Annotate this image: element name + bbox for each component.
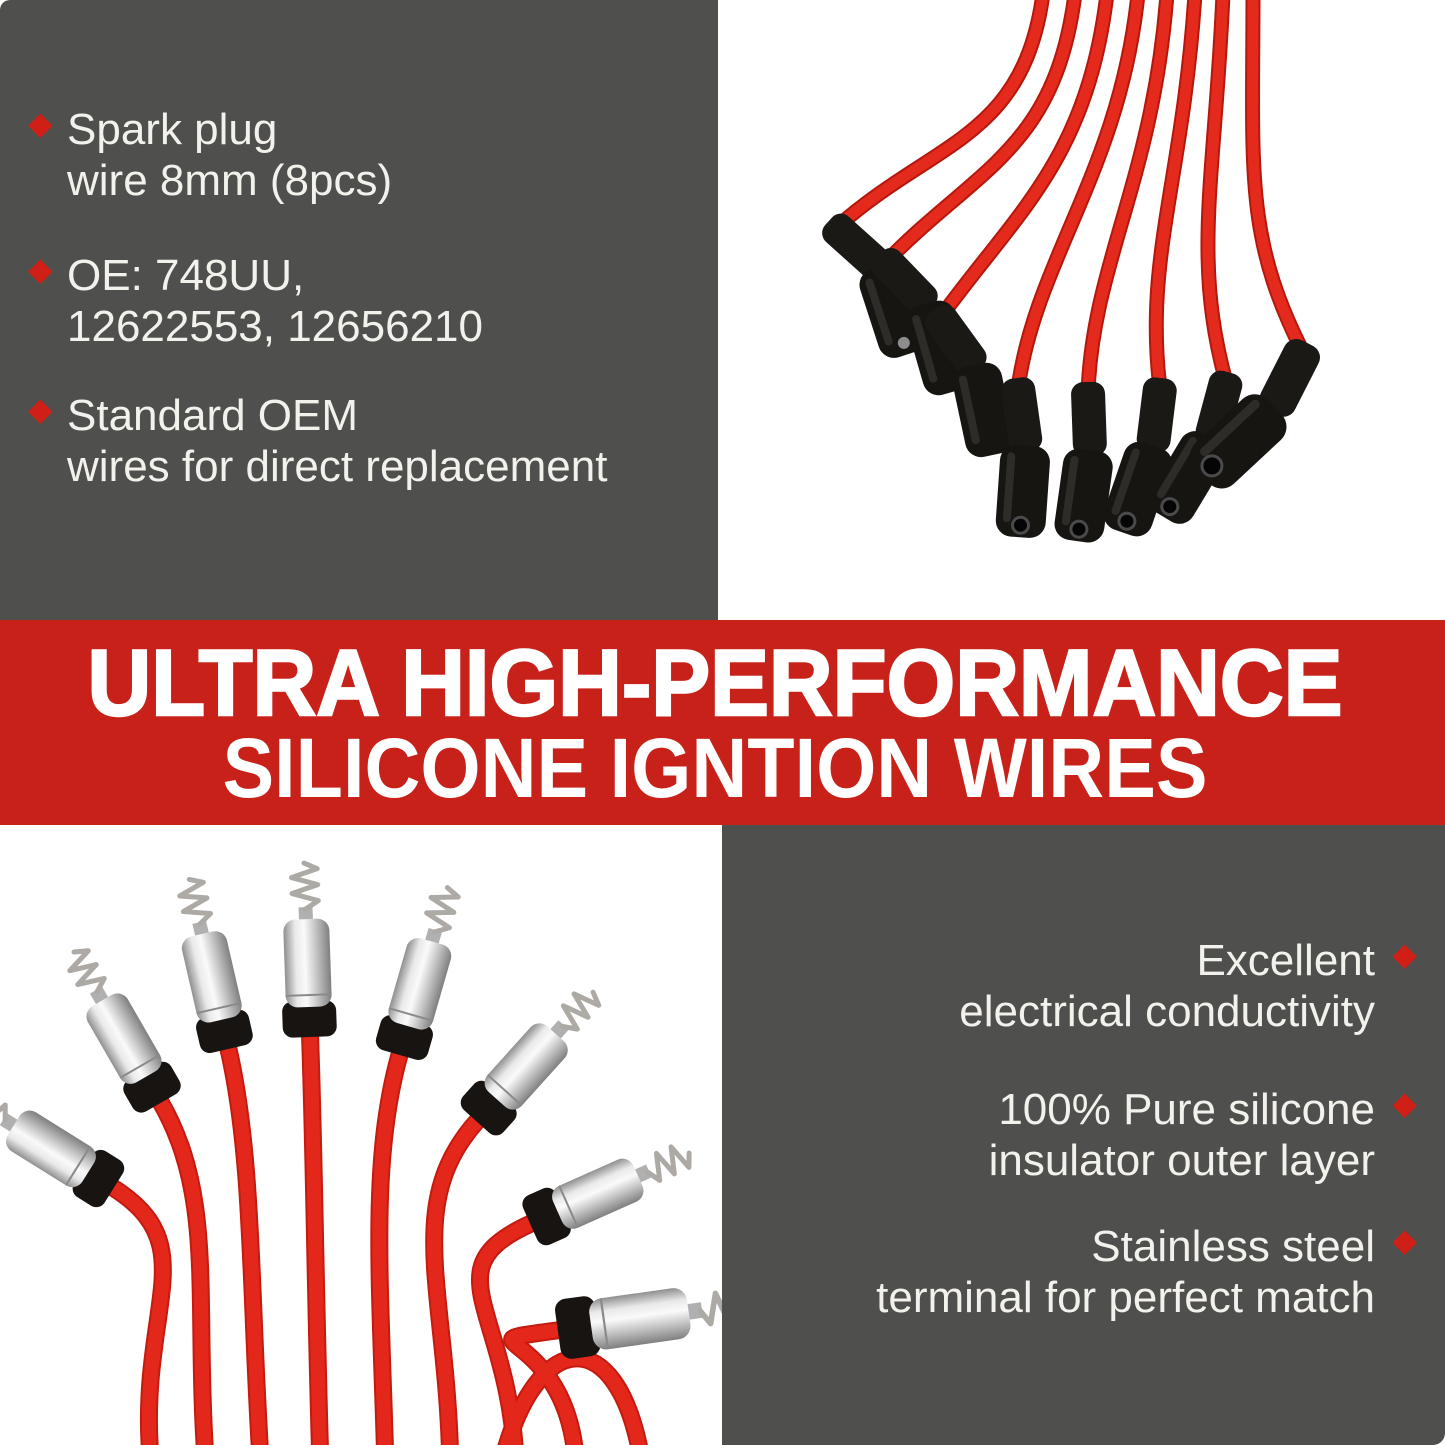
wires-black-boots-illustration <box>822 0 1320 543</box>
banner-title: ULTRA HIGH-PERFORMANCE <box>88 630 1343 735</box>
diamond-bullet-icon: ◆ <box>1392 1084 1417 1122</box>
diamond-bullet-icon: ◆ <box>28 250 53 288</box>
features-panel-top-left: ◆ Spark plug wire 8mm (8pcs) ◆ OE: 748UU… <box>0 0 718 620</box>
feature-line: 12622553, 12656210 <box>67 302 483 351</box>
diamond-bullet-icon: ◆ <box>28 104 53 142</box>
diamond-bullet-icon: ◆ <box>1392 935 1417 973</box>
feature-line: Standard OEM <box>67 391 359 440</box>
feature-item: ◆ OE: 748UU, 12622553, 12656210 <box>28 250 688 352</box>
wires-steel-terminals-photo <box>0 825 722 1445</box>
wires-black-boots-photo <box>718 0 1445 620</box>
feature-line: Stainless steel <box>1091 1222 1375 1271</box>
feature-item: ◆ Stainless steel terminal for perfect m… <box>757 1221 1417 1323</box>
banner-subtitle: SILICONE IGNTION WIRES <box>223 721 1208 815</box>
wires-steel-terminals-illustration <box>0 860 722 1445</box>
feature-line: OE: 748UU, <box>67 251 305 300</box>
feature-line: wires for direct replacement <box>67 442 608 491</box>
feature-line: wire 8mm (8pcs) <box>67 156 393 205</box>
feature-line: terminal for perfect match <box>876 1273 1375 1322</box>
feature-line: 100% Pure silicone <box>998 1085 1375 1134</box>
feature-line: insulator outer layer <box>988 1136 1375 1185</box>
feature-item: ◆ Spark plug wire 8mm (8pcs) <box>28 104 688 206</box>
feature-item: ◆ Standard OEM wires for direct replacem… <box>28 390 688 492</box>
features-panel-bottom-right: ◆ Excellent electrical conductivity ◆ 10… <box>722 825 1445 1445</box>
steel-terminals <box>0 860 722 1359</box>
feature-line: electrical conductivity <box>959 987 1375 1036</box>
feature-line: Excellent <box>1196 936 1375 985</box>
diamond-bullet-icon: ◆ <box>1392 1221 1417 1259</box>
feature-item: ◆ Excellent electrical conductivity <box>757 935 1417 1037</box>
feature-item: ◆ 100% Pure silicone insulator outer lay… <box>757 1084 1417 1186</box>
banner: ULTRA HIGH-PERFORMANCE SILICONE IGNTION … <box>0 620 1445 825</box>
spark-plug-boots <box>822 213 1320 543</box>
banner-text: ULTRA HIGH-PERFORMANCE SILICONE IGNTION … <box>86 629 1344 815</box>
feature-line: Spark plug <box>67 105 278 154</box>
diamond-bullet-icon: ◆ <box>28 390 53 428</box>
